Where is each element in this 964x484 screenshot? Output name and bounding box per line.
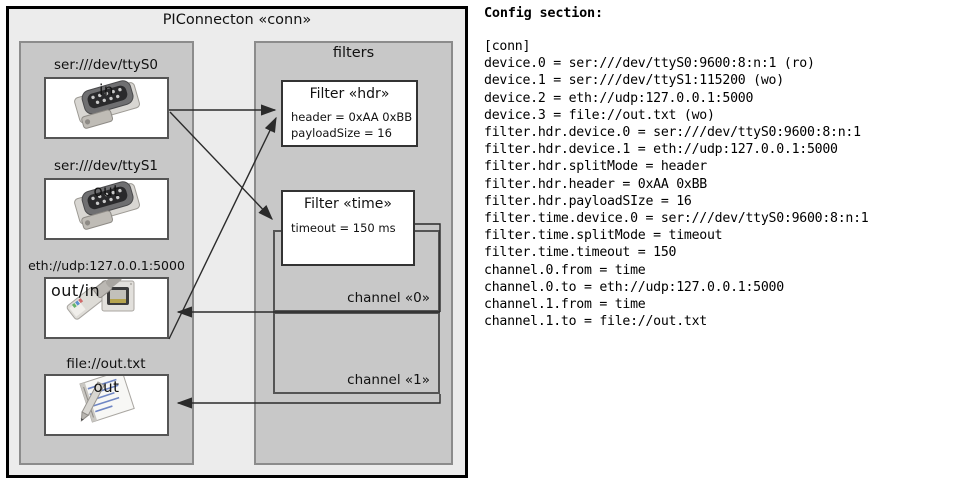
config-heading: Config section: <box>484 5 603 21</box>
filter-property: payloadSize = 16 <box>291 126 392 140</box>
device-label-ttys0: ser:///dev/ttyS0 <box>54 57 158 73</box>
filter-property: timeout = 150 ms <box>291 221 396 235</box>
ethernet-rj45-icon <box>66 269 135 320</box>
device-box-file[interactable]: out <box>44 369 169 436</box>
device-io-label: out <box>93 182 120 200</box>
device-label-ttys1: ser:///dev/ttyS1 <box>54 158 158 174</box>
filter-title: Filter «time» <box>304 196 392 212</box>
device-io-label: out <box>93 378 120 396</box>
device-io-label: in <box>99 81 114 99</box>
channel-label: channel «1» <box>347 372 430 388</box>
device-io-label: out/in <box>51 281 101 300</box>
channel-label: channel «0» <box>347 290 430 306</box>
component-title: PIConnecton «conn» <box>162 12 312 28</box>
device-box-ttys1[interactable]: out <box>44 178 169 240</box>
serial-db9-icon <box>74 181 140 230</box>
device-box-eth[interactable]: out/in <box>44 269 169 339</box>
filter-property: header = 0xAA 0xBB <box>291 110 413 124</box>
device-box-ttys0[interactable]: in <box>44 77 169 139</box>
filter-box-hdr[interactable]: Filter «hdr» header = 0xAA 0xBB payloadS… <box>281 80 418 147</box>
serial-db9-icon <box>74 80 140 129</box>
config-text: [conn] device.0 = ser:///dev/ttyS0:9600:… <box>484 39 869 330</box>
device-label-eth: eth://udp:127.0.0.1:5000 <box>28 258 185 273</box>
config-section: Config section: [conn] device.0 = ser://… <box>484 5 960 375</box>
filter-box-time[interactable]: Filter «time» timeout = 150 ms <box>281 190 415 266</box>
text-file-pencil-icon <box>79 369 135 423</box>
filter-title: Filter «hdr» <box>309 86 390 102</box>
channel-box-1[interactable]: channel «1» <box>273 312 440 394</box>
filters-panel-title: filters <box>332 45 375 61</box>
device-label-file: file://out.txt <box>66 356 146 372</box>
